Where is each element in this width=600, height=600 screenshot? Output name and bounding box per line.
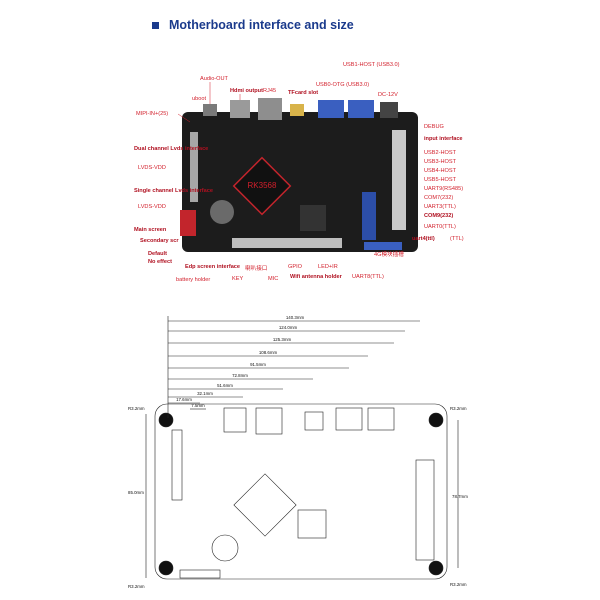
label-lvds-vdd: LVDS-VDD [138, 165, 166, 171]
soc-outline [233, 473, 297, 537]
dim-124: 124.0mm [279, 325, 298, 330]
section-header: Motherboard interface and size [152, 18, 354, 32]
chip-label: RK3568 [248, 181, 277, 190]
label-mic: MIC [268, 276, 278, 282]
dim-75: 7.5mm [191, 403, 205, 408]
tf-outline [304, 411, 324, 431]
usb-otg-outline [335, 407, 363, 431]
screen-switch [180, 210, 196, 236]
bottom-connector-strip [232, 238, 342, 248]
label-edp-screen: Edp screen interface [185, 264, 240, 270]
mount-hole-tr [428, 412, 444, 428]
label-mipi-in: MIPI-IN+(25) [136, 111, 168, 117]
battery-cell [210, 200, 234, 224]
label-com7: COM7(232) [424, 195, 453, 201]
lvds-header [190, 132, 198, 202]
dimension-labels: 140.3mm 124.0mm 125.3mm 108.6mm 91.5mm 7… [128, 315, 468, 589]
label-hdmi-output: Hdmi output [230, 88, 263, 94]
label-default: Default [148, 251, 167, 257]
hdmi-port [230, 100, 250, 118]
section-bullet [152, 21, 159, 29]
label-no-effect: No effect [148, 259, 172, 265]
label-wifi-antenna: Wifi antenna holder [290, 274, 343, 280]
dim-1086: 108.6mm [259, 350, 278, 355]
4g-slot [362, 192, 376, 240]
label-uart8: UART8(TTL) [352, 274, 384, 280]
label-usb4-host: USB4-HOST [424, 168, 457, 174]
label-usb0-otg: USB0-OTG (USB3.0) [316, 82, 369, 88]
dim-915: 91.5mm [250, 362, 266, 367]
label-led-ir: LED+IR [318, 264, 338, 270]
label-uboot: uboot [192, 96, 206, 102]
dim-140: 140.3mm [286, 315, 305, 320]
label-uart-ttl: (TTL) [450, 236, 464, 242]
left-header-outline [171, 429, 183, 501]
label-key: KEY [232, 276, 243, 282]
dim-516: 51.6mm [217, 383, 233, 388]
label-usb3-host: USB3-HOST [424, 159, 457, 165]
right-connector-strip [392, 130, 406, 230]
dc-jack [380, 102, 398, 118]
label-speaker: 喇叭接口 [245, 264, 267, 272]
audio-jack [203, 104, 217, 116]
label-uart3: UART3(TTL) [424, 204, 456, 210]
label-input-interface: input interface [424, 136, 463, 142]
mount-hole-br [428, 560, 444, 576]
battery-outline [211, 534, 239, 562]
dim-85: 85.0mm [128, 490, 144, 495]
label-usb5-host: USB5-HOST [424, 177, 457, 183]
label-usb2-host: USB2-HOST [424, 150, 457, 156]
dimension-drawing [145, 316, 459, 580]
memory-outline [297, 509, 327, 539]
label-4g-slot: 4G模块插槽 [374, 250, 404, 258]
rj45-port [258, 98, 282, 120]
label-com9: COM9(232) [424, 213, 453, 219]
hdmi-outline [223, 407, 247, 433]
label-uart0: UART0(TTL) [424, 224, 456, 230]
usb-otg-port [318, 100, 344, 118]
rj45-outline [255, 407, 283, 435]
mount-hole-bl [158, 560, 174, 576]
label-secondary-screen: Secondary scr [140, 238, 179, 244]
dim-787: 78.7mm [452, 494, 468, 499]
dim-1253: 125.3mm [273, 337, 292, 342]
label-rj45: RJ45 [263, 88, 276, 94]
usb-host-port [348, 100, 374, 118]
label-dc-12v: DC-12V [378, 92, 398, 98]
hole-label-tr: R3.2mm [450, 406, 467, 411]
soc-chip [232, 156, 292, 216]
board-photo: RK3568 [180, 98, 418, 252]
hole-label-bl: R3.2mm [128, 584, 145, 589]
hole-label-br: R3.2mm [450, 582, 467, 587]
label-gpio: GPIO [288, 264, 303, 270]
memory-chip [300, 205, 326, 231]
usb-host-outline [367, 407, 395, 431]
label-audio-out: Audio-OUT [200, 76, 229, 82]
label-debug: DEBUG [424, 124, 444, 130]
section-title: Motherboard interface and size [169, 18, 354, 32]
right-header-outline [415, 459, 435, 561]
hole-label-tl: R3.2mm [128, 406, 145, 411]
uart8-connector [364, 242, 402, 250]
label-tf-card-slot: TFcard slot [288, 90, 318, 96]
board-pcb [182, 112, 418, 252]
dim-176: 17.6mm [176, 397, 192, 402]
label-layer: Audio-OUT uboot Hdmi output RJ45 TFcard … [134, 62, 464, 283]
label-dual-channel-lvds: Dual channel Lvds interface [134, 146, 208, 152]
dim-728: 72.8mm [232, 373, 248, 378]
tf-card-socket [290, 104, 304, 116]
board-outline [154, 403, 448, 580]
label-lvds-vdd-2: LVDS-VDD [138, 204, 166, 210]
mount-hole-tl [158, 412, 174, 428]
label-uart9: UART9(RS485) [424, 186, 463, 192]
label-usb1-host: USB1-HOST (USB3.0) [343, 62, 400, 68]
bottom-header-outline [179, 569, 221, 579]
label-main-screen: Main screen [134, 227, 167, 233]
label-single-channel-lvds: Single channel Lvds interface [134, 188, 213, 194]
dim-321: 32.1mm [197, 391, 213, 396]
label-battery-holder: battery holder [176, 277, 210, 283]
label-uart4: uart4(ttl) [412, 236, 435, 242]
